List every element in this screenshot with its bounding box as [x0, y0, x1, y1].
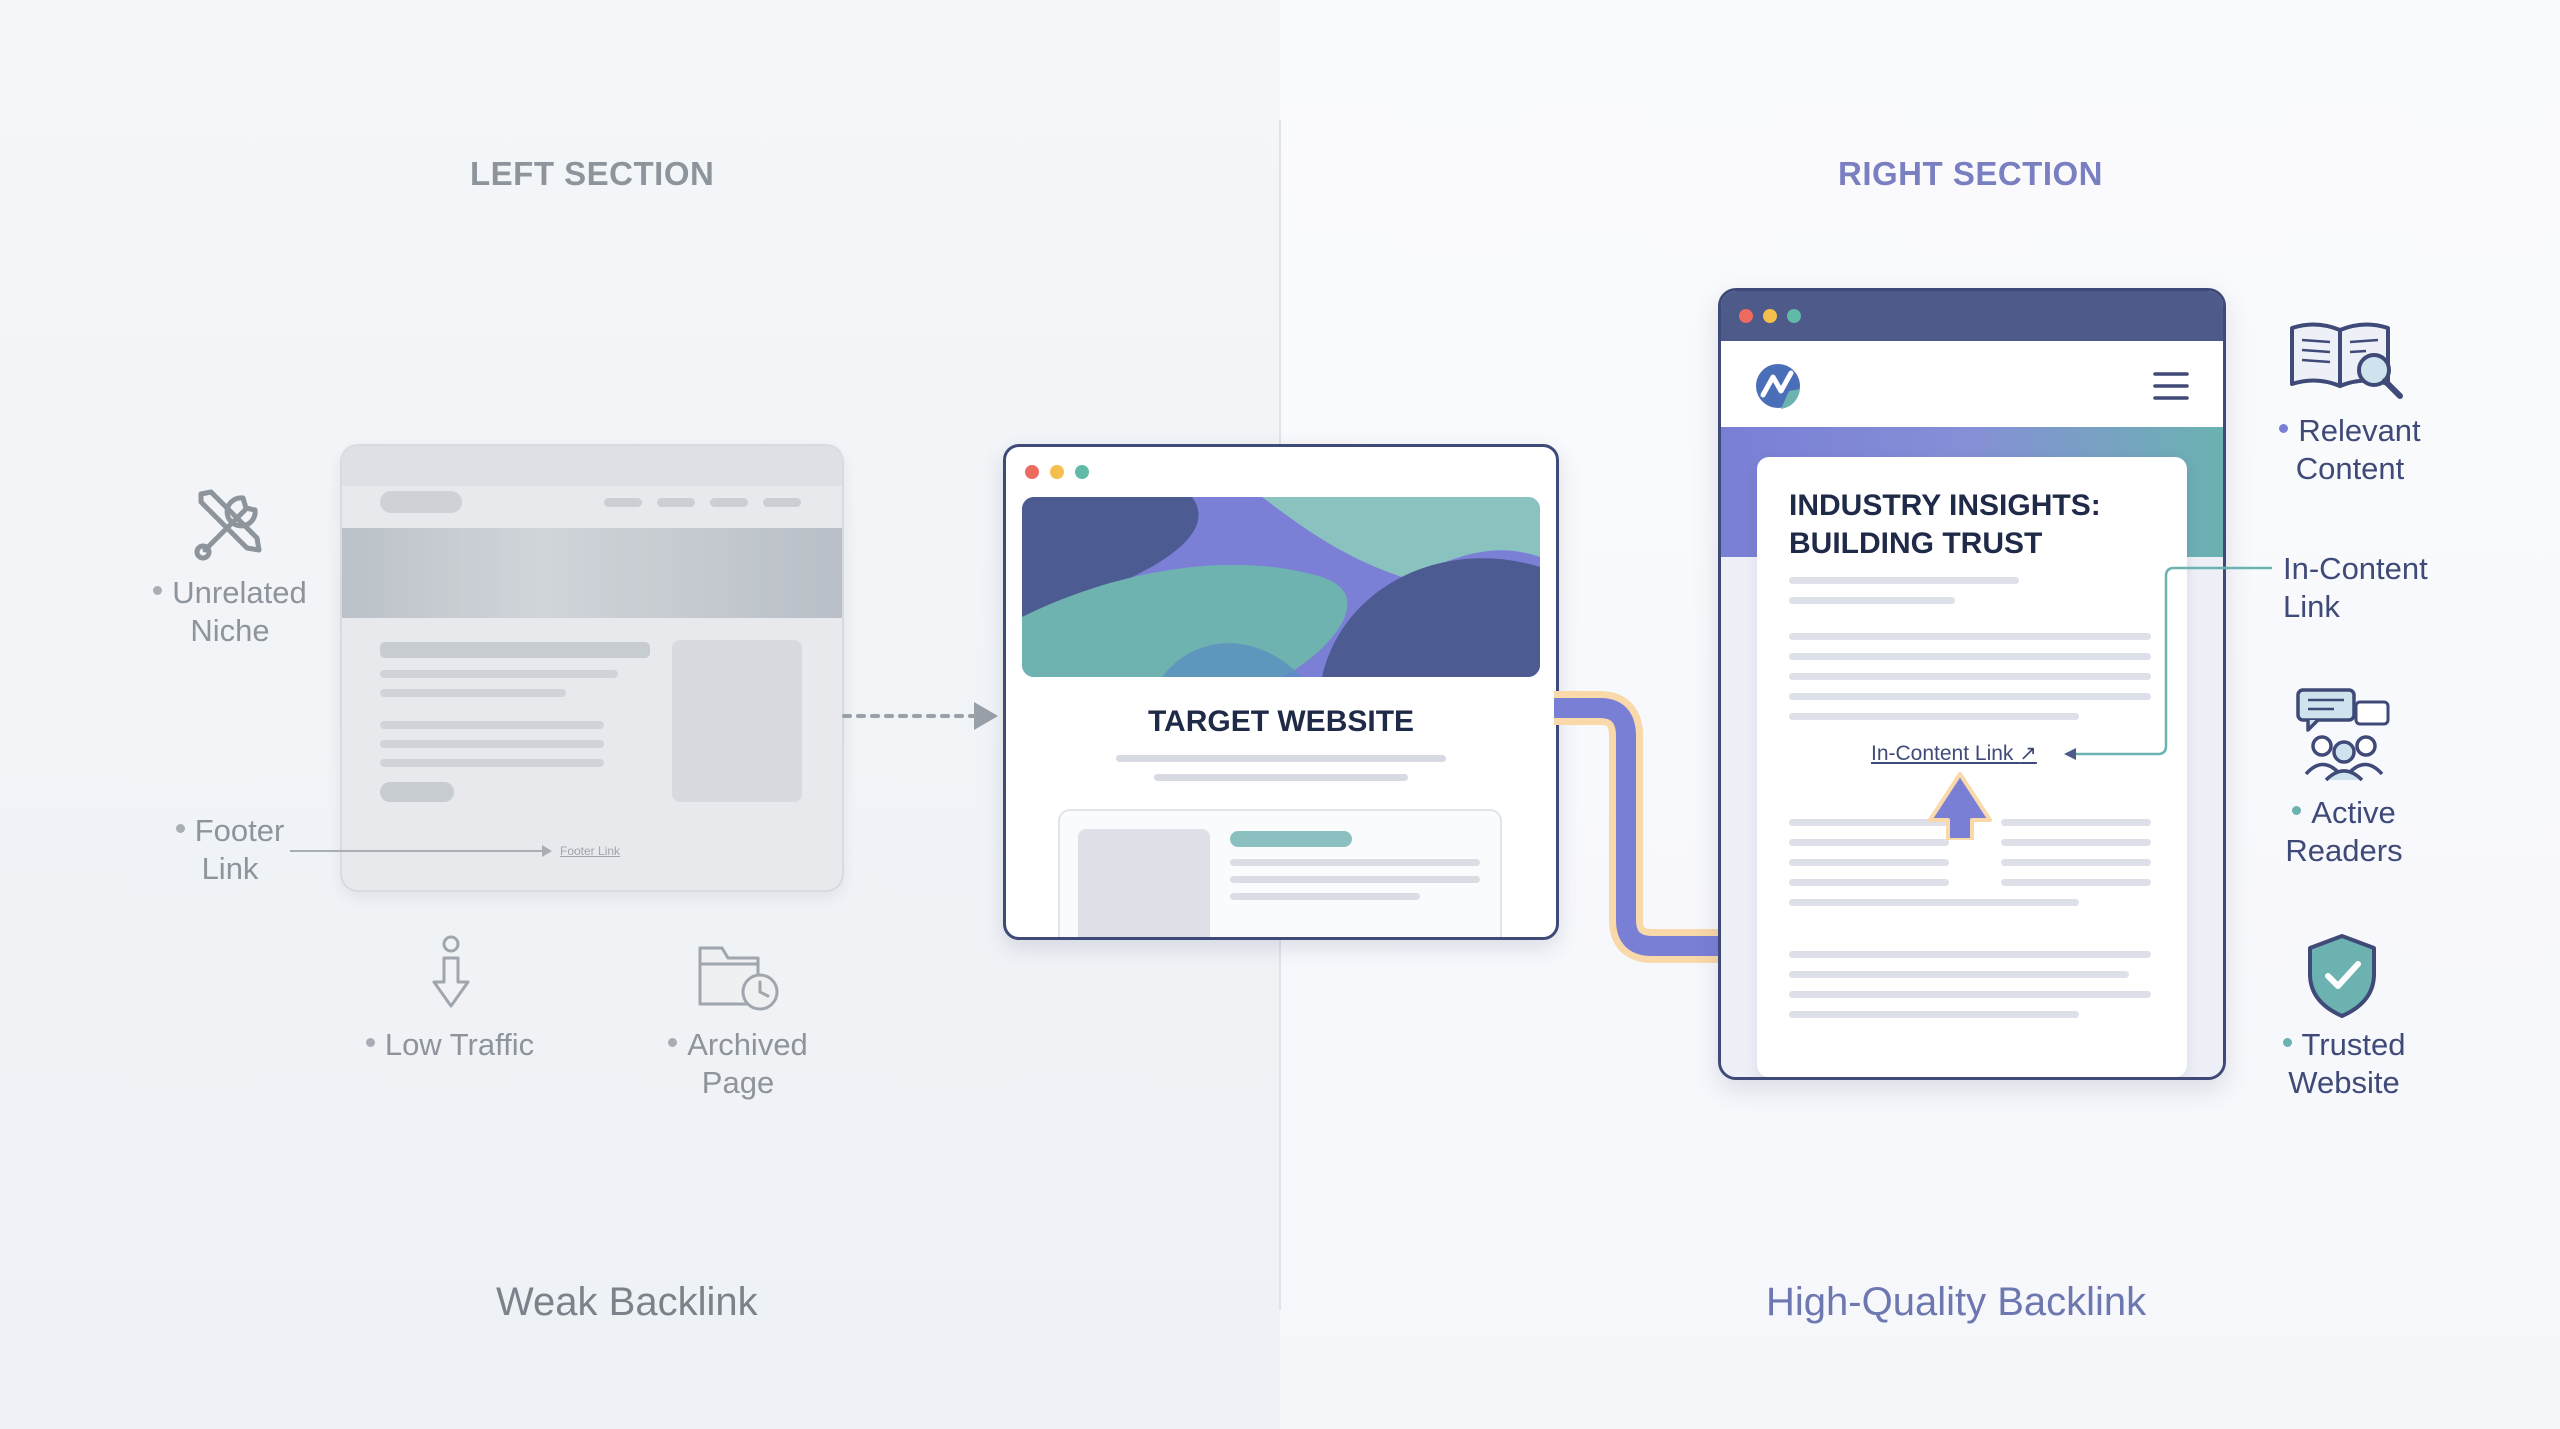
- archive-folder-icon: [698, 946, 779, 1011]
- hamburger-menu-icon[interactable]: [2151, 369, 2191, 403]
- book-search-icon: [2290, 322, 2403, 399]
- bullet-dot: [2279, 424, 2289, 434]
- external-link-icon: ↗: [2019, 742, 2037, 765]
- article-card: INDUSTRY INSIGHTS:BUILDING TRUST In-Cont…: [1757, 457, 2187, 1077]
- label-low-traffic: Low Traffic: [330, 1026, 570, 1064]
- bullet-dot: [153, 586, 163, 596]
- bullet-dot: [668, 1038, 678, 1048]
- wrench-screwdriver-icon: [194, 489, 262, 561]
- window-close-dot: [1739, 309, 1753, 323]
- footer-link-text[interactable]: Footer Link: [560, 844, 621, 858]
- article-title: INDUSTRY INSIGHTS:BUILDING TRUST: [1789, 489, 2101, 560]
- window-close-dot: [1025, 465, 1039, 479]
- down-arrow-icon: [432, 935, 470, 1008]
- bullet-dot: [2292, 806, 2302, 816]
- logo-icon: [1756, 364, 1800, 409]
- footer-link-pointer: [290, 845, 552, 857]
- high-quality-backlink-caption: High-Quality Backlink: [1766, 1280, 2147, 1324]
- weak-link-arrow: [842, 702, 998, 730]
- target-website-mockup: TARGET WEBSITE: [1003, 444, 1559, 940]
- left-section-title: LEFT SECTION: [470, 155, 715, 192]
- window-maximize-dot: [1787, 309, 1801, 323]
- right-section-title: RIGHT SECTION: [1838, 155, 2104, 192]
- weak-backlink-caption: Weak Backlink: [496, 1280, 758, 1324]
- bullet-dot: [175, 824, 185, 834]
- hero-banner: [1022, 497, 1540, 677]
- window-minimize-dot: [1050, 465, 1064, 479]
- shield-check-icon: [2308, 934, 2376, 1018]
- window-maximize-dot: [1075, 465, 1089, 479]
- window-minimize-dot: [1763, 309, 1777, 323]
- target-website-title: TARGET WEBSITE: [1147, 705, 1415, 738]
- bullet-dot: [2282, 1038, 2292, 1048]
- chat-group-icon: [2296, 688, 2390, 782]
- bullet-dot: [365, 1038, 375, 1048]
- quality-website-mockup: INDUSTRY INSIGHTS:BUILDING TRUST In-Cont…: [1718, 288, 2226, 1080]
- in-content-link-callout: [2064, 566, 2272, 760]
- quality-link-arrowhead: [1928, 772, 1992, 840]
- weak-website-mockup: Footer Link: [340, 444, 844, 892]
- in-content-link[interactable]: In-Content Link ↗: [1871, 742, 2037, 765]
